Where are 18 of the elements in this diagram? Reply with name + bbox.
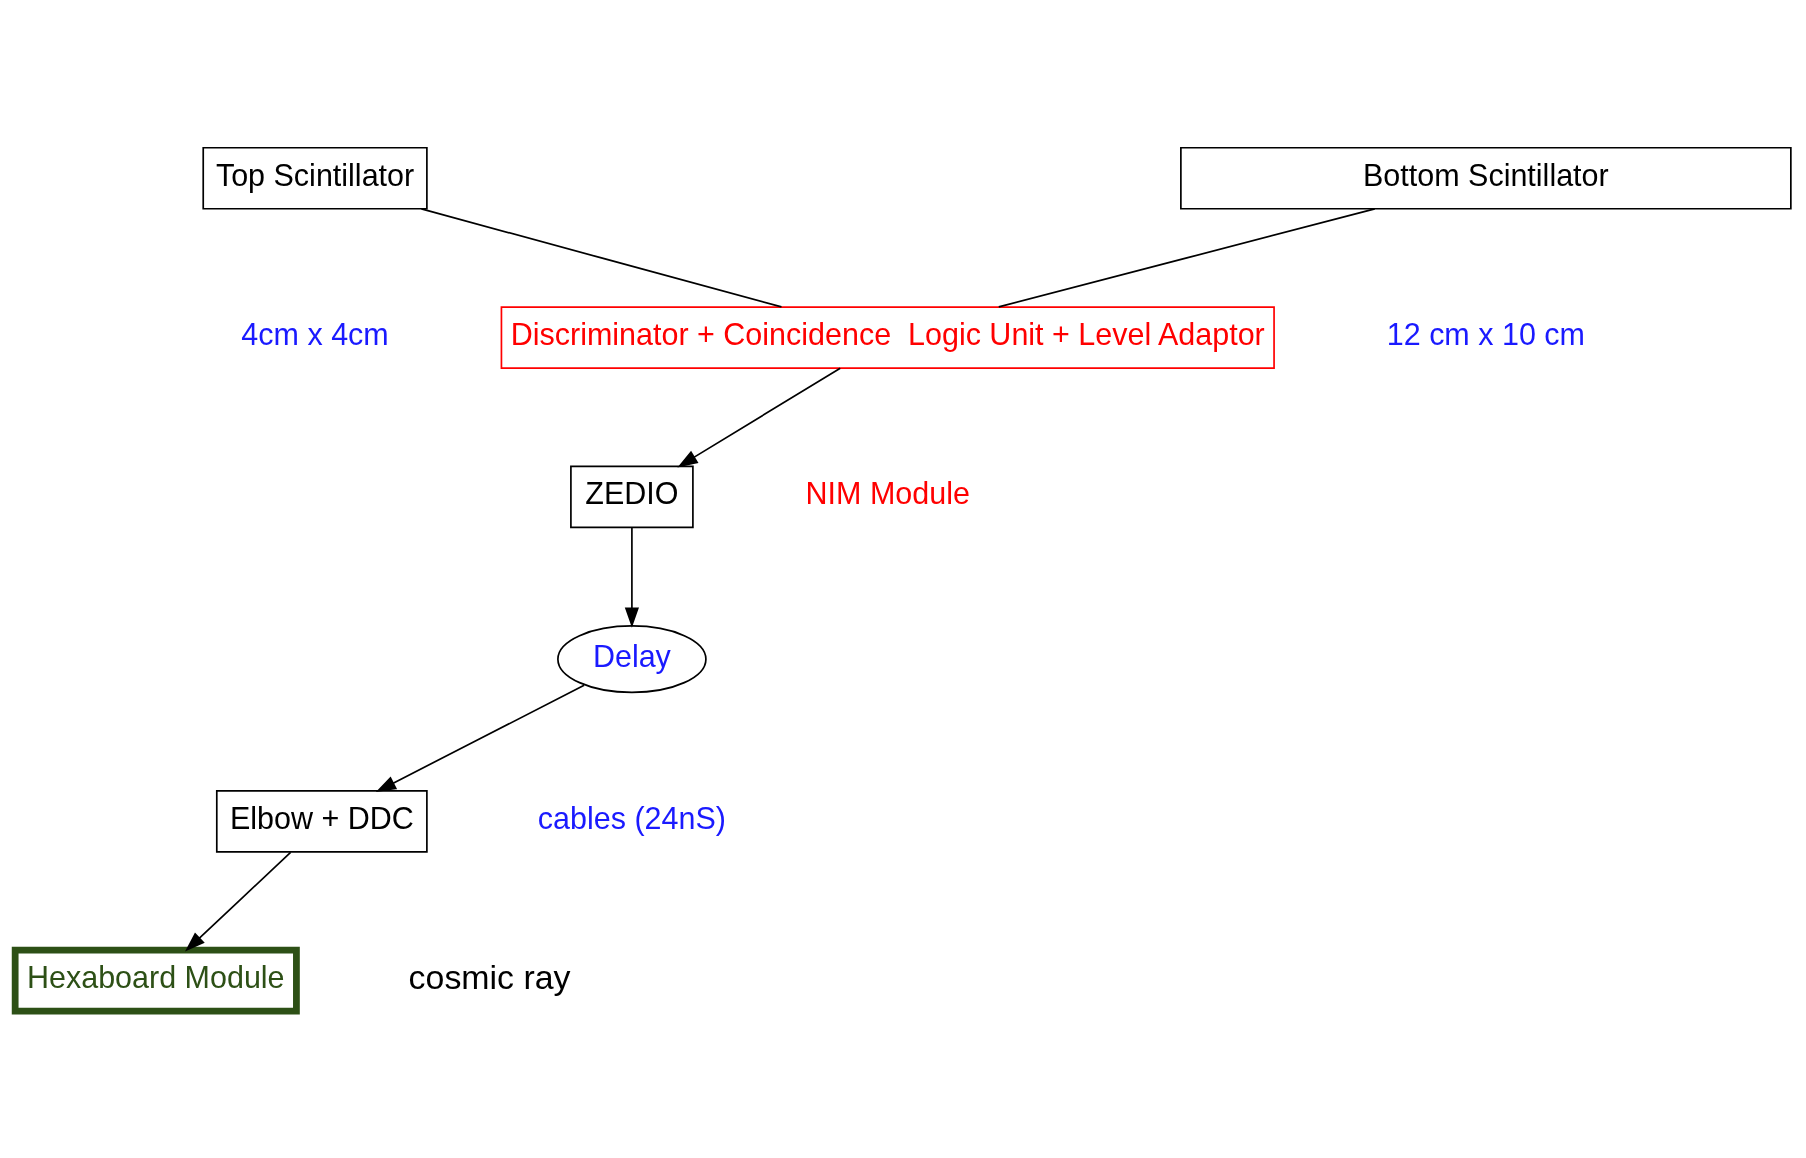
arrow (677, 366, 842, 467)
connector (420, 207, 783, 308)
node-box: Elbow + DDC (215, 789, 428, 853)
node-label: 12 cm x 10 cm (1386, 316, 1585, 351)
arrow (185, 851, 292, 952)
node-ellipse: Delay (557, 624, 707, 693)
node-box: Hexaboard Module (11, 946, 300, 1015)
node-label: cables (24nS) (537, 800, 726, 835)
arrow (624, 526, 640, 628)
node-label: NIM Module (805, 475, 970, 510)
node-box: Top Scintillator (202, 146, 428, 210)
arrow (375, 683, 585, 792)
connector (997, 207, 1376, 308)
node-label: 4cm x 4cm (241, 316, 389, 351)
node-box: Discriminator + Coincidence Logic Unit + Level Adaptor (500, 305, 1275, 369)
node-box: Bottom Scintillator (1180, 146, 1792, 210)
node-box: ZEDIO (570, 464, 694, 528)
label: cosmic ray (408, 957, 571, 996)
